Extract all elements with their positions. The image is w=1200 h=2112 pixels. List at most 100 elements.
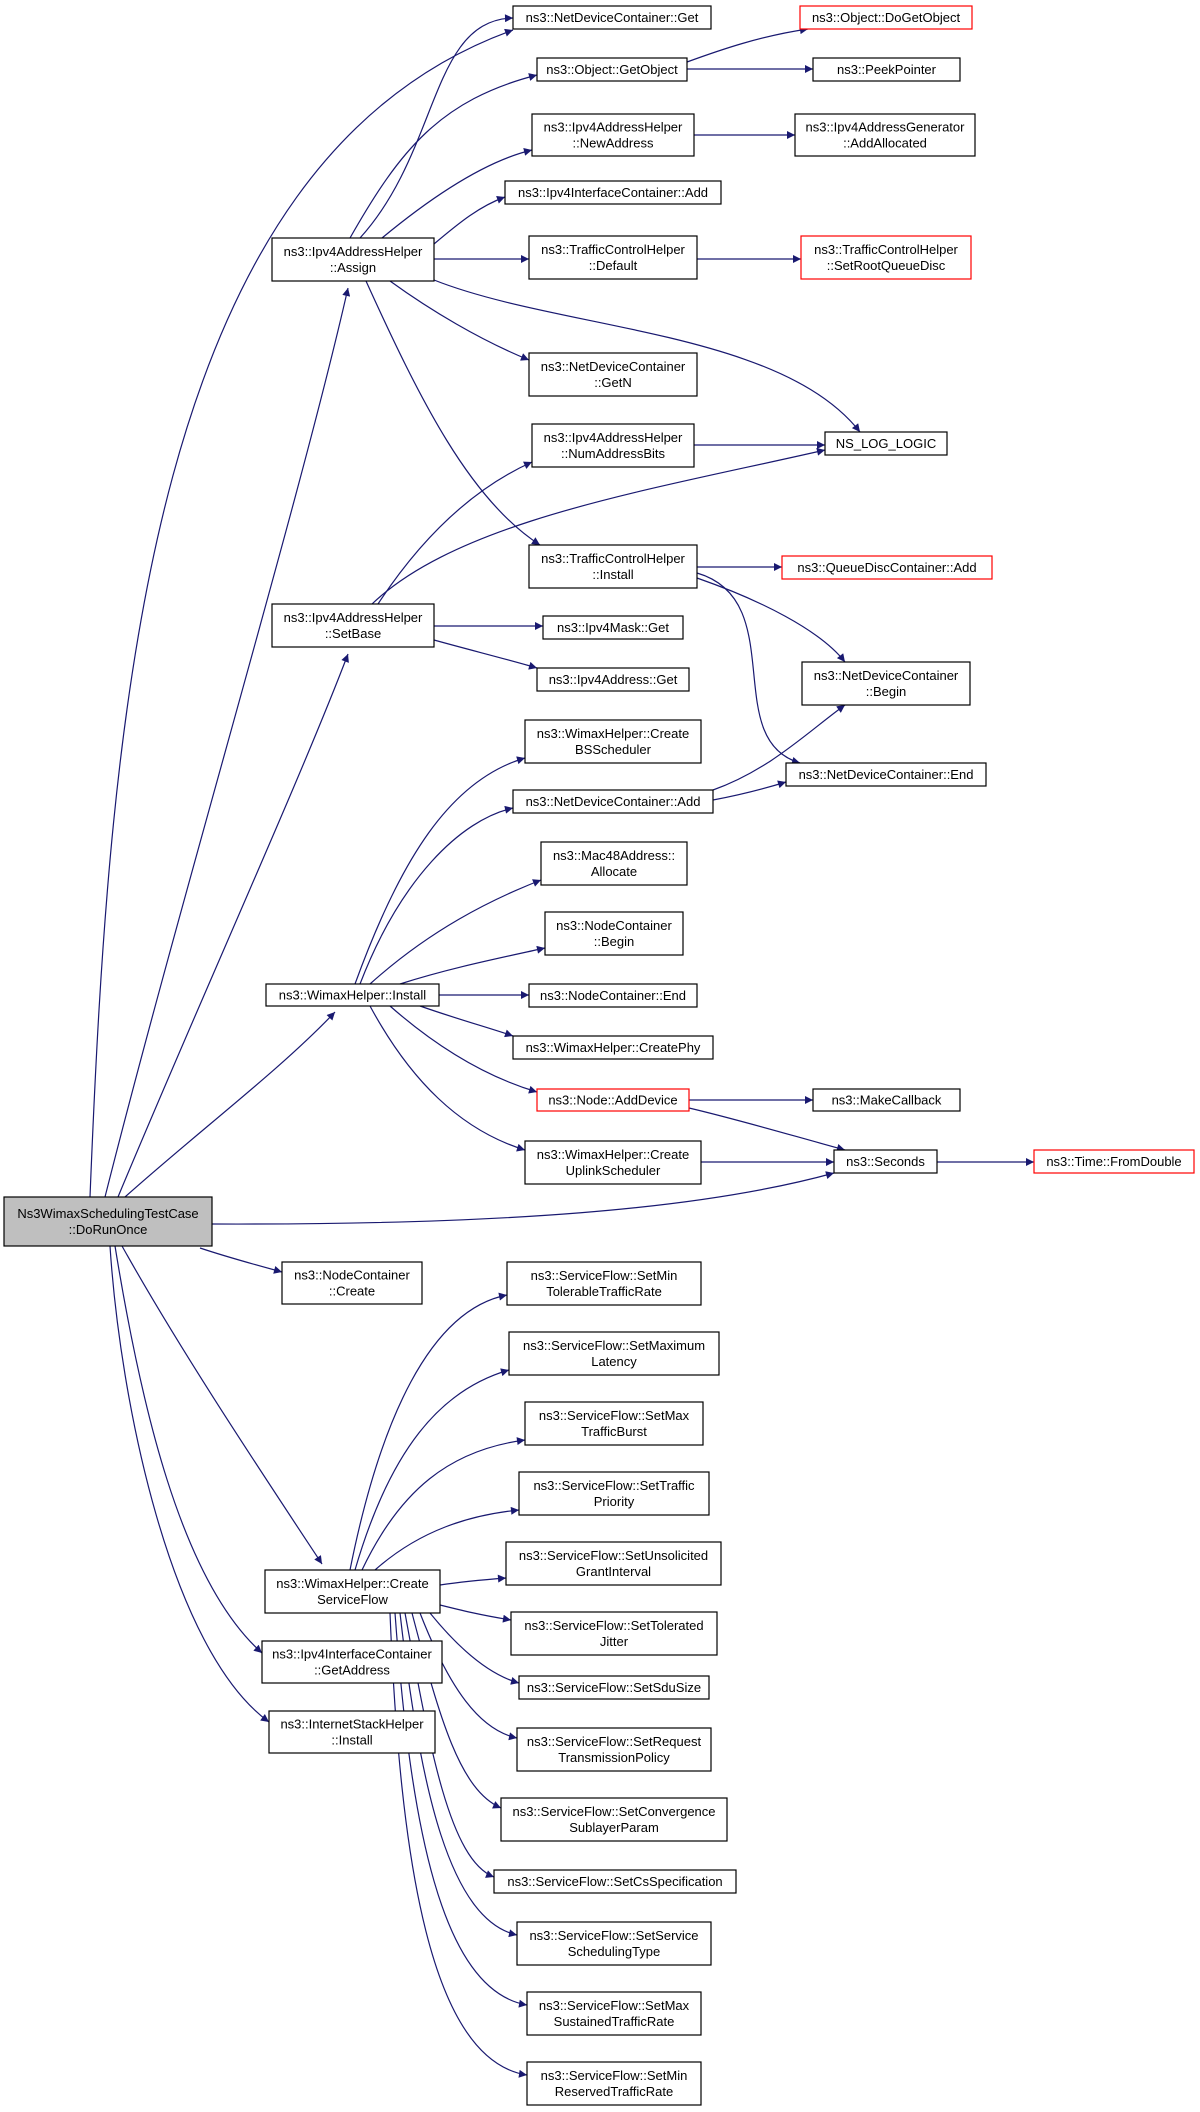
node-label: Latency bbox=[591, 1354, 637, 1369]
node-addallocated[interactable]: ns3::Ipv4AddressGenerator::AddAllocated bbox=[794, 113, 976, 157]
node-sf10[interactable]: ns3::ServiceFlow::SetCsSpecification bbox=[493, 1869, 737, 1894]
node-label: ns3::Time::FromDouble bbox=[1046, 1154, 1181, 1169]
node-label: TrafficBurst bbox=[581, 1424, 647, 1439]
node-label: ns3::Ipv4Address::Get bbox=[549, 672, 678, 687]
node-box bbox=[531, 113, 695, 157]
node-label: ns3::ServiceFlow::SetTraffic bbox=[533, 1478, 695, 1493]
node-label: ns3::WimaxHelper::CreatePhy bbox=[526, 1040, 701, 1055]
node-ndcgetn[interactable]: ns3::NetDeviceContainer::GetN bbox=[528, 352, 698, 397]
node-ncbegin[interactable]: ns3::NodeContainer::Begin bbox=[544, 911, 684, 956]
node-peekpointer[interactable]: ns3::PeekPointer bbox=[812, 57, 961, 82]
edge-root-to-ndcget bbox=[89, 28, 514, 1198]
node-sf12[interactable]: ns3::ServiceFlow::SetMaxSustainedTraffic… bbox=[526, 1991, 702, 2036]
node-ndcadd[interactable]: ns3::NetDeviceContainer::Add bbox=[512, 789, 714, 814]
node-fromdouble[interactable]: ns3::Time::FromDouble bbox=[1033, 1149, 1195, 1174]
node-label: ::Install bbox=[592, 567, 633, 582]
node-label: ns3::NetDeviceContainer bbox=[541, 359, 686, 374]
node-box bbox=[824, 431, 948, 456]
node-box bbox=[271, 237, 435, 282]
node-box bbox=[528, 544, 698, 589]
node-sf8[interactable]: ns3::ServiceFlow::SetRequestTransmission… bbox=[516, 1727, 712, 1772]
node-getaddress[interactable]: ns3::Ipv4InterfaceContainer::GetAddress bbox=[261, 1640, 443, 1684]
node-sf11[interactable]: ns3::ServiceFlow::SetServiceSchedulingTy… bbox=[516, 1921, 712, 1966]
node-ndcbegin[interactable]: ns3::NetDeviceContainer::Begin bbox=[801, 661, 971, 706]
node-inetinstall[interactable]: ns3::InternetStackHelper::Install bbox=[268, 1710, 436, 1754]
node-nodecreate[interactable]: ns3::NodeContainer::Create bbox=[281, 1261, 423, 1305]
node-label: ns3::TrafficControlHelper bbox=[814, 242, 958, 257]
node-label: ns3::WimaxHelper::Create bbox=[276, 1576, 428, 1591]
node-label: ns3::WimaxHelper::Install bbox=[279, 988, 426, 1003]
edge-tchinstall-to-ndcbegin bbox=[696, 577, 846, 663]
node-label: ns3::PeekPointer bbox=[837, 62, 937, 77]
node-box bbox=[794, 113, 976, 157]
node-sf7[interactable]: ns3::ServiceFlow::SetSduSize bbox=[518, 1675, 710, 1700]
node-box bbox=[536, 1088, 690, 1112]
node-box bbox=[800, 235, 972, 280]
node-label: ns3::NetDeviceContainer::Add bbox=[526, 794, 701, 809]
node-assign[interactable]: ns3::Ipv4AddressHelper::Assign bbox=[271, 237, 435, 282]
node-label: ServiceFlow bbox=[317, 1592, 388, 1607]
node-label: TolerableTrafficRate bbox=[546, 1284, 662, 1299]
node-setbase[interactable]: ns3::Ipv4AddressHelper::SetBase bbox=[271, 603, 435, 648]
node-createphy[interactable]: ns3::WimaxHelper::CreatePhy bbox=[512, 1035, 714, 1060]
edge-wimaxinstall-to-adddevice bbox=[389, 1005, 538, 1094]
edge-root-to-wimaxinstall bbox=[124, 1011, 336, 1198]
node-addrget[interactable]: ns3::Ipv4Address::Get bbox=[536, 667, 690, 692]
node-qdcadd[interactable]: ns3::QueueDiscContainer::Add bbox=[781, 555, 993, 580]
node-sf1[interactable]: ns3::ServiceFlow::SetMinTolerableTraffic… bbox=[506, 1261, 702, 1306]
node-nslog[interactable]: NS_LOG_LOGIC bbox=[824, 431, 948, 456]
node-label: ns3::QueueDiscContainer::Add bbox=[797, 560, 976, 575]
node-sf9[interactable]: ns3::ServiceFlow::SetConvergenceSublayer… bbox=[500, 1797, 728, 1842]
node-maskget[interactable]: ns3::Ipv4Mask::Get bbox=[542, 615, 684, 640]
node-box bbox=[512, 5, 712, 30]
node-label: ns3::ServiceFlow::SetSduSize bbox=[527, 1680, 701, 1695]
node-root[interactable]: Ns3WimaxSchedulingTestCase::DoRunOnce bbox=[3, 1196, 213, 1247]
node-label: ns3::MakeCallback bbox=[832, 1093, 942, 1108]
edge-wimaxinstall-to-createphy bbox=[419, 1005, 514, 1038]
node-iicadd[interactable]: ns3::Ipv4InterfaceContainer::Add bbox=[504, 180, 722, 205]
node-box bbox=[781, 555, 993, 580]
node-label: ns3::ServiceFlow::SetMin bbox=[541, 2068, 688, 2083]
node-macalloc[interactable]: ns3::Mac48Address::Allocate bbox=[540, 841, 688, 886]
node-ncend[interactable]: ns3::NodeContainer::End bbox=[528, 983, 698, 1008]
node-setrootqd[interactable]: ns3::TrafficControlHelper::SetRootQueueD… bbox=[800, 235, 972, 280]
node-dogetobject[interactable]: ns3::Object::DoGetObject bbox=[799, 5, 973, 30]
node-box bbox=[518, 1471, 710, 1516]
edge-root-to-assign bbox=[104, 287, 351, 1198]
node-numaddrbits[interactable]: ns3::Ipv4AddressHelper::NumAddressBits bbox=[531, 423, 695, 468]
edge-root-to-inetinstall bbox=[109, 1245, 270, 1723]
node-makecallback[interactable]: ns3::MakeCallback bbox=[812, 1088, 961, 1112]
node-seconds[interactable]: ns3::Seconds bbox=[833, 1149, 938, 1174]
node-box bbox=[518, 1675, 710, 1700]
node-sf13[interactable]: ns3::ServiceFlow::SetMinReservedTrafficR… bbox=[526, 2061, 702, 2106]
edge-createsf-to-sf3 bbox=[361, 1437, 526, 1571]
node-label: ns3::Mac48Address:: bbox=[553, 848, 675, 863]
node-label: ::NewAddress bbox=[573, 136, 654, 151]
node-label: ns3::Ipv4InterfaceContainer bbox=[272, 1647, 432, 1662]
node-label: ns3::ServiceFlow::SetConvergence bbox=[512, 1804, 715, 1819]
node-ndcget[interactable]: ns3::NetDeviceContainer::Get bbox=[512, 5, 712, 30]
edge-ndcadd-to-ndcbegin bbox=[712, 704, 846, 791]
node-label: ns3::WimaxHelper::Create bbox=[537, 726, 689, 741]
node-box bbox=[544, 911, 684, 956]
node-label: ::GetAddress bbox=[314, 1663, 390, 1678]
node-box bbox=[516, 1727, 712, 1772]
node-wimaxinstall[interactable]: ns3::WimaxHelper::Install bbox=[265, 983, 440, 1007]
node-newaddress[interactable]: ns3::Ipv4AddressHelper::NewAddress bbox=[531, 113, 695, 157]
node-label: UplinkScheduler bbox=[566, 1163, 661, 1178]
node-adddevice[interactable]: ns3::Node::AddDevice bbox=[536, 1088, 690, 1112]
node-ndcend[interactable]: ns3::NetDeviceContainer::End bbox=[785, 762, 987, 787]
node-tchdefault[interactable]: ns3::TrafficControlHelper::Default bbox=[528, 235, 698, 280]
node-sf5[interactable]: ns3::ServiceFlow::SetUnsolicitedGrantInt… bbox=[505, 1541, 722, 1586]
node-tchinstall[interactable]: ns3::TrafficControlHelper::Install bbox=[528, 544, 698, 589]
node-getobject[interactable]: ns3::Object::GetObject bbox=[536, 57, 688, 82]
node-label: ns3::Seconds bbox=[846, 1154, 925, 1169]
node-box bbox=[812, 1088, 961, 1112]
